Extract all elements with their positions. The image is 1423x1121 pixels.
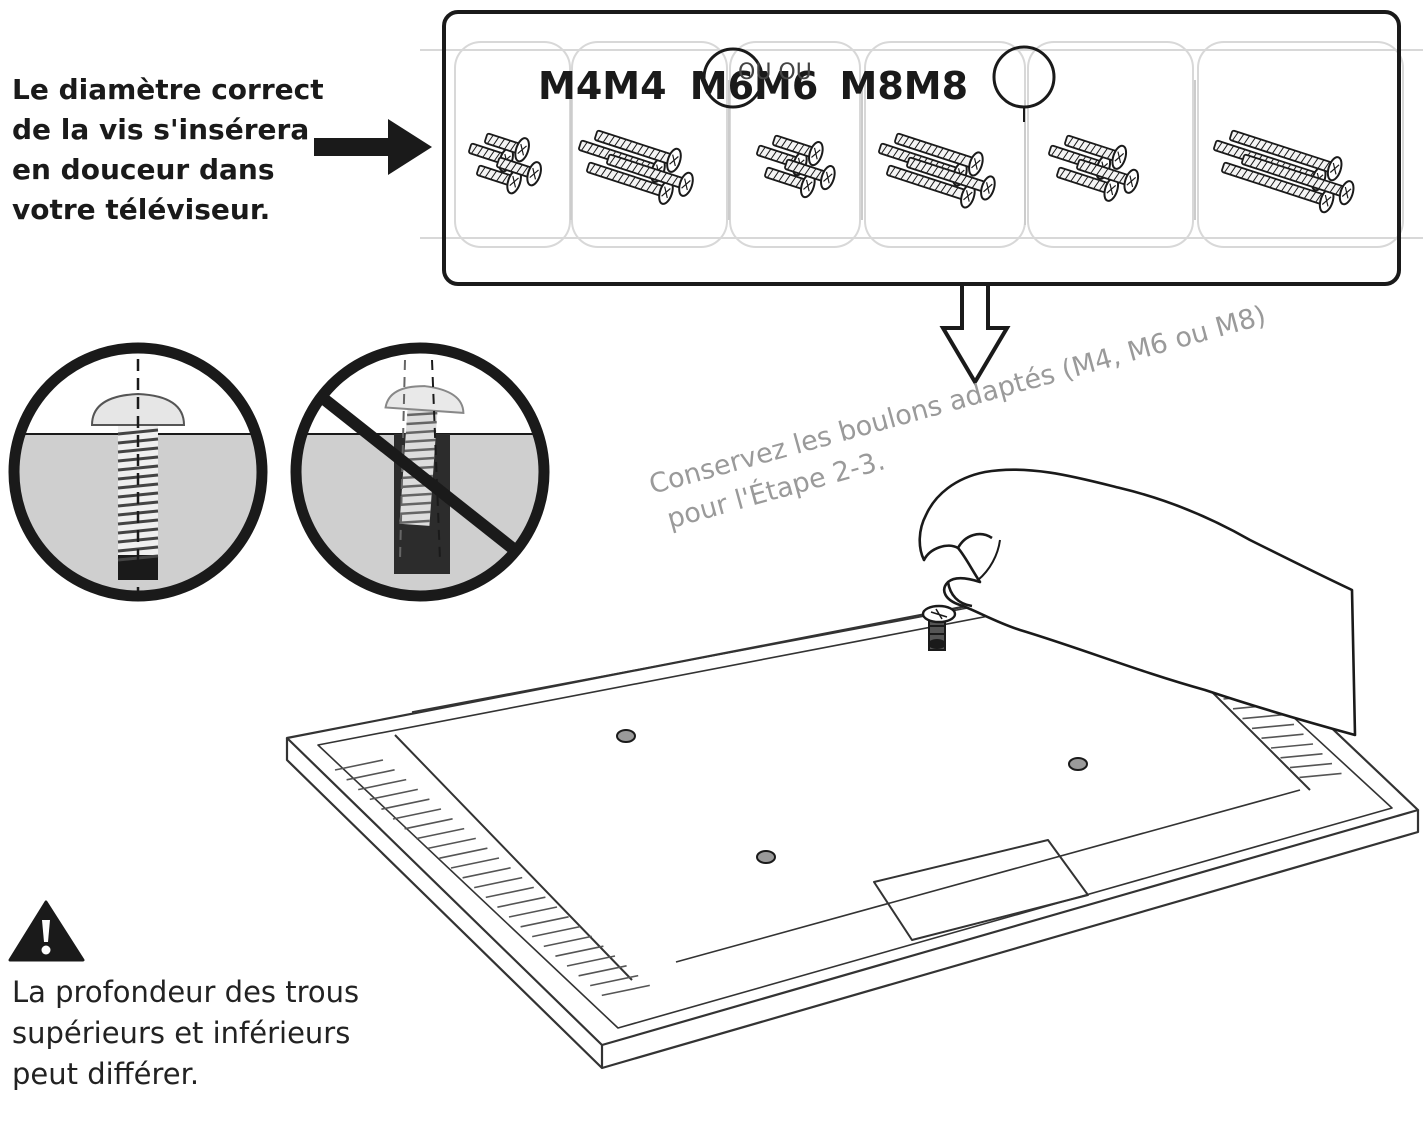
fit-note-line: en douceur dans <box>12 153 275 186</box>
marker-circle <box>702 47 764 109</box>
screw-icon <box>1229 129 1343 182</box>
size-label-m4: M4M4 <box>538 64 667 108</box>
screw-icon <box>764 166 816 199</box>
screw-icon <box>484 132 530 163</box>
size-label-m6: M6M6 <box>689 64 819 108</box>
or-separator: OU OU <box>738 60 812 85</box>
warning-triangle-icon <box>8 900 85 962</box>
fit-note-line: de la vis s'insérera <box>12 113 310 146</box>
screw-icon <box>772 134 824 167</box>
hand-illustration <box>918 468 1357 737</box>
wrong-fit-diagram <box>290 342 550 602</box>
size-label-m8: M8M8 <box>839 64 969 108</box>
screw-icon <box>586 161 674 205</box>
warning-text: La profondeur des trous supérieurs et in… <box>12 972 392 1095</box>
screw-icon <box>1221 161 1335 214</box>
tv-back-panel <box>285 566 1420 1070</box>
warning-line: La profondeur des trous <box>12 975 360 1009</box>
right-arrow-icon <box>314 119 432 175</box>
screw-icon <box>1076 158 1140 194</box>
fit-note-line: Le diamètre correct <box>12 73 324 106</box>
mounting-holes <box>616 729 1088 864</box>
screw-groups <box>468 129 1355 214</box>
screw-icon <box>594 129 682 173</box>
warning-line: supérieurs et inférieurs <box>12 1016 351 1050</box>
screw-icon <box>894 132 984 177</box>
screw-icon <box>1056 166 1120 202</box>
bolt-icon <box>921 604 957 651</box>
screw-icon <box>606 153 694 197</box>
fit-note-line: votre téléviseur. <box>12 193 271 226</box>
screw-icon <box>1241 153 1355 206</box>
screw-icon <box>906 156 996 201</box>
down-arrow-icon <box>939 282 1011 386</box>
screw-selection-panel <box>420 10 1423 286</box>
warning-line: peut différer. <box>12 1057 200 1091</box>
screw-icon <box>1064 134 1128 170</box>
screw-icon <box>496 156 542 187</box>
fit-note: Le diamètre correct de la vis s'insérera… <box>12 70 342 230</box>
screw-size-labels: M4M4 M6M6 M8M8 <box>538 58 968 114</box>
correct-fit-diagram <box>8 342 268 602</box>
screw-icon <box>886 164 976 209</box>
screw-icon <box>476 164 522 195</box>
screw-icon <box>784 158 836 191</box>
